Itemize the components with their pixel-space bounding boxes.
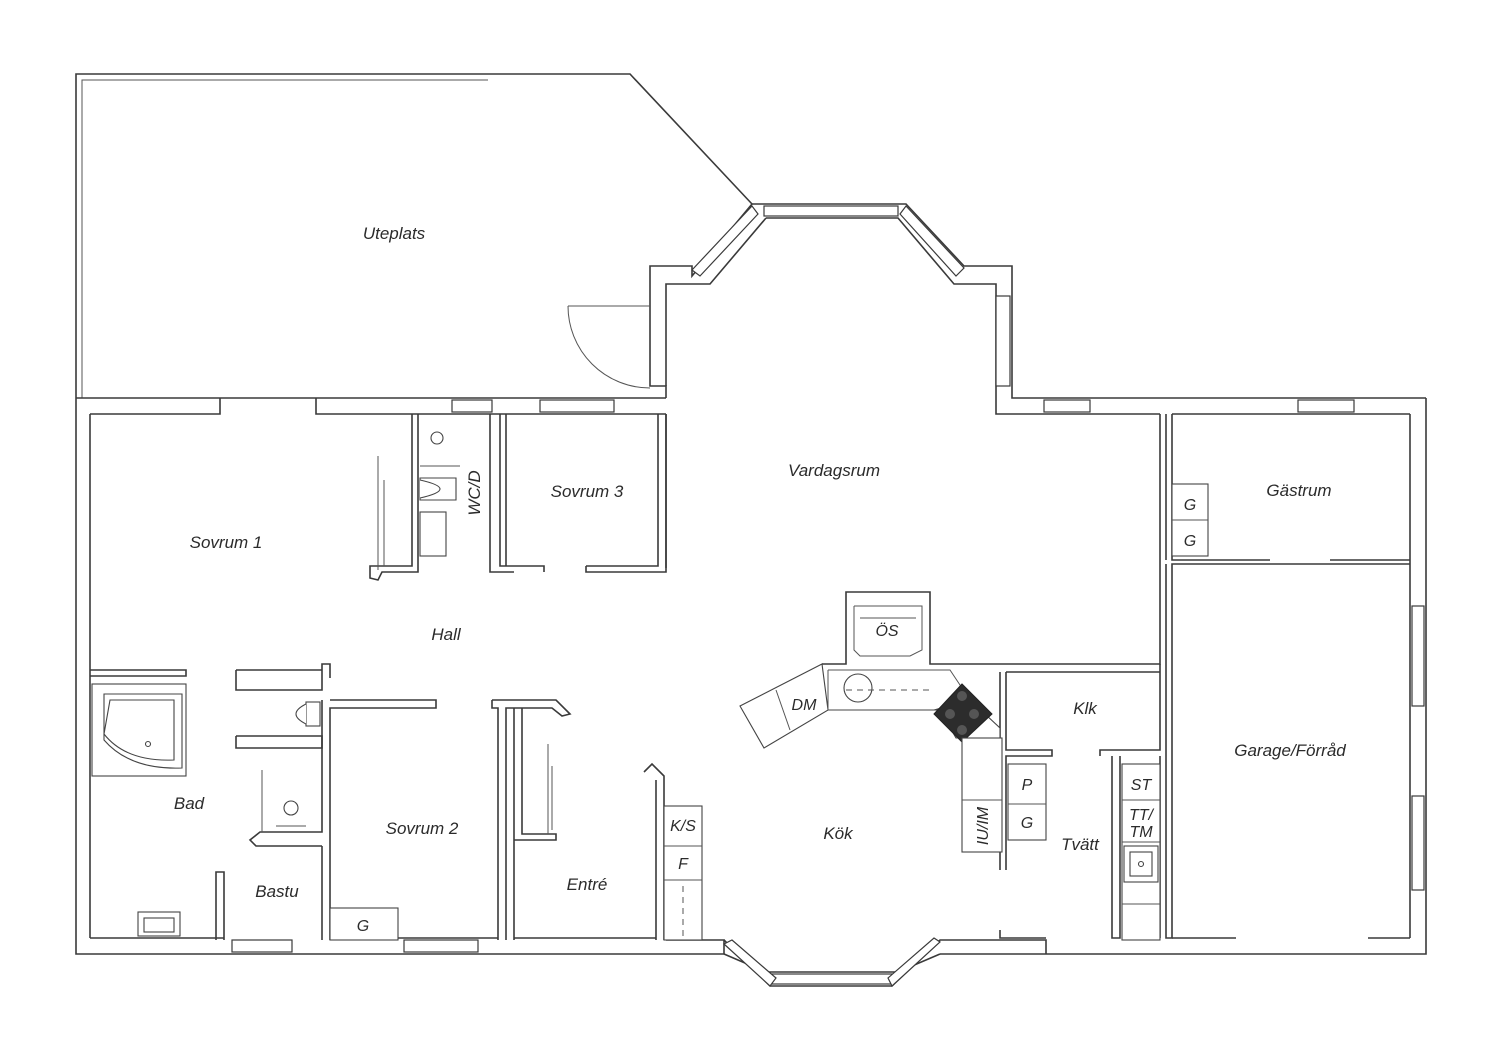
fixture-label-st: ST <box>1131 777 1153 794</box>
toilet <box>305 701 321 727</box>
fixture-label-tm: TM <box>1129 824 1153 841</box>
fixture-labels: ÖS DM K/S F IU/IM P G ST TT/ TM G G G <box>357 497 1196 935</box>
room-label-sovrum1: Sovrum 1 <box>190 533 263 552</box>
fixture-label-os: ÖS <box>875 622 898 640</box>
room-labels: Uteplats Vardagsrum Sovrum 1 Sovrum 3 WC… <box>174 224 1346 901</box>
room-label-entre: Entré <box>567 875 608 894</box>
room-label-uteplats: Uteplats <box>363 224 426 243</box>
fixture-label-iu-im: IU/IM <box>975 806 992 845</box>
room-label-sovrum2: Sovrum 2 <box>386 819 459 838</box>
fixture-label-g-kitchen: G <box>1021 815 1033 832</box>
fixture-label-tt: TT/ <box>1129 807 1155 824</box>
room-label-tvatt: Tvätt <box>1061 835 1100 854</box>
fixture-label-dm: DM <box>792 697 818 714</box>
room-label-klk: Klk <box>1073 699 1098 718</box>
outer-walls <box>75 73 1427 987</box>
room-label-wcd: WC/D <box>465 470 484 515</box>
room-label-bastu: Bastu <box>255 882 299 901</box>
room-label-gastrum: Gästrum <box>1266 481 1331 500</box>
fixture-label-p: P <box>1022 777 1033 794</box>
room-label-hall: Hall <box>431 625 462 644</box>
fixture-label-g-gastrum-bottom: G <box>1184 533 1196 550</box>
room-label-bad: Bad <box>174 794 205 813</box>
windows <box>231 205 1425 987</box>
room-label-garage: Garage/Förråd <box>1234 741 1346 760</box>
interior-walls <box>90 414 1410 940</box>
fixtures <box>91 431 1209 941</box>
fixture-label-g-gastrum-top: G <box>1184 497 1196 514</box>
room-label-sovrum3: Sovrum 3 <box>551 482 624 501</box>
room-label-vardagsrum: Vardagsrum <box>788 461 880 480</box>
kitchen-counter <box>739 663 1001 749</box>
fixture-label-f: F <box>678 856 689 873</box>
fixture-label-ks: K/S <box>670 818 696 835</box>
fixture-label-g-sovrum2: G <box>357 918 369 935</box>
room-label-kok: Kök <box>823 824 854 843</box>
